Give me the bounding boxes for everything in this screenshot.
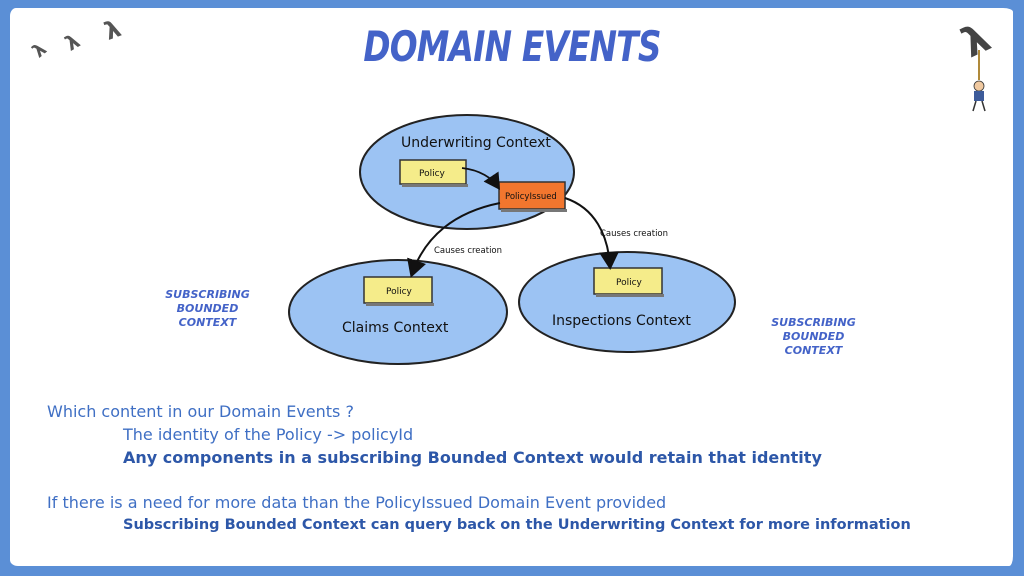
label-line: Subscribing: [771, 316, 856, 329]
claims-context-label: Claims Context: [342, 320, 449, 336]
policy-issued-event-box: [498, 181, 566, 210]
claims-policy-label: Policy: [386, 287, 413, 297]
arrow-policy-to-event: [461, 167, 500, 190]
box-shadow: [402, 184, 468, 187]
slide-frame: [10, 8, 1013, 566]
arrow-event-to-inspections: [564, 197, 620, 270]
inspections-policy-box: [593, 267, 663, 295]
context-map-diagram: Underwriting Context Claims Context Insp…: [288, 114, 736, 365]
causes-creation-label-claims: Causes creation: [434, 246, 502, 256]
label-line: Subscribing: [165, 288, 250, 301]
lambda-hanging-figure-icon: λ: [955, 15, 997, 112]
answer-2a: Subscribing Bounded Context can query ba…: [123, 517, 911, 533]
underwriting-context-label: Underwriting Context: [401, 135, 551, 151]
inspections-context-bubble: [518, 251, 736, 353]
box-shadow: [366, 303, 434, 306]
answer-1b: Any components in a subscribing Bounded …: [123, 448, 822, 467]
causes-creation-label-inspections: Causes creation: [600, 229, 668, 239]
box-shadow: [596, 294, 664, 297]
inspections-policy-label: Policy: [616, 278, 643, 288]
question-2: If there is a need for more data than th…: [47, 493, 667, 512]
label-line: Bounded Context: [782, 330, 845, 357]
claims-policy-box: [363, 276, 433, 304]
claims-context-bubble: [288, 259, 508, 365]
underwriting-policy-label: Policy: [419, 169, 446, 179]
inspections-context-label: Inspections Context: [552, 313, 691, 329]
label-line: Bounded Context: [176, 302, 239, 329]
right-subscribing-label: Subscribing Bounded Context: [766, 316, 861, 358]
left-subscribing-label: Subscribing Bounded Context: [160, 288, 255, 330]
answer-1a: The identity of the Policy -> policyId: [123, 425, 414, 444]
policy-issued-event-label: PolicyIssued: [505, 192, 557, 202]
question-1: Which content in our Domain Events ?: [47, 402, 354, 421]
arrow-event-to-claims: [407, 202, 501, 278]
slide-title: Domain Events: [363, 22, 661, 71]
box-shadow: [501, 209, 567, 212]
underwriting-policy-box: [399, 159, 467, 185]
